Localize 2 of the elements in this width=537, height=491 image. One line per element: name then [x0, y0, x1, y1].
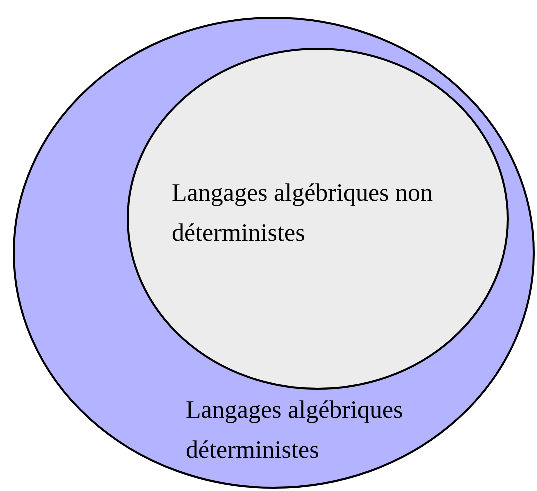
set-label: Langages algébriques déterministes — [186, 396, 404, 466]
set-label: Langages algébriques non déterministes — [172, 179, 434, 249]
